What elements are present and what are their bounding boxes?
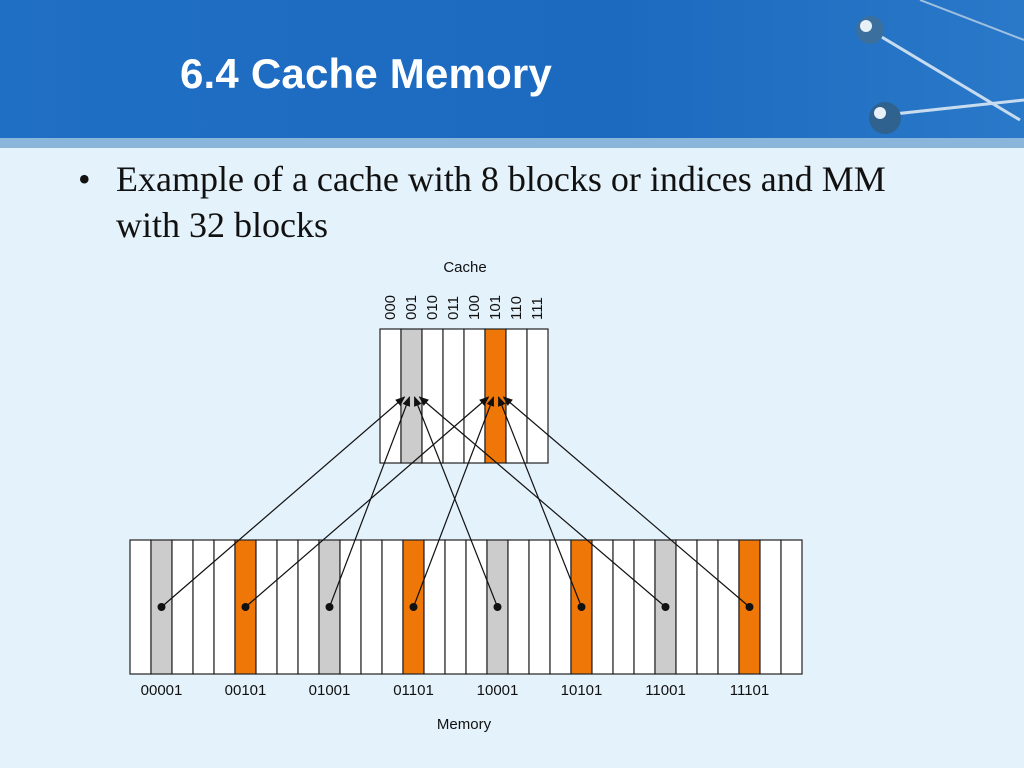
memory-address-label: 01001 <box>309 682 351 699</box>
cache-index-label: 111 <box>529 297 546 320</box>
mapping-source-dot <box>409 603 418 611</box>
cache-index-label: 011 <box>445 296 462 320</box>
memory-block <box>192 539 215 675</box>
mapping-arrow <box>413 396 499 608</box>
memory-address-label: 10001 <box>477 682 519 699</box>
cache-block-101 <box>484 328 507 464</box>
mapping-source-dot <box>745 603 754 611</box>
memory-block <box>549 539 572 675</box>
memory-address-label: 01101 <box>393 682 434 699</box>
memory-address-label: 00001 <box>141 682 183 699</box>
memory-block <box>633 539 656 675</box>
memory-address-labels: 00001 00101 01001 01101 10001 10101 11001 11101 <box>141 682 770 699</box>
memory-block <box>129 539 152 675</box>
cache-index-label: 101 <box>487 295 504 320</box>
memory-block <box>213 539 236 675</box>
memory-address-label: 00101 <box>225 682 267 699</box>
memory-address-label: 11001 <box>645 682 686 699</box>
cache-index-label: 110 <box>508 296 525 320</box>
cache-block-100 <box>463 328 486 464</box>
cache-label: Cache <box>443 259 486 276</box>
memory-address-label: 10101 <box>561 682 603 699</box>
memory-block <box>297 539 320 675</box>
memory-block <box>696 539 719 675</box>
memory-block <box>276 539 299 675</box>
cache-block-111 <box>526 328 549 464</box>
memory-block <box>507 539 530 675</box>
mapping-arrow <box>328 396 411 608</box>
mapping-arrow <box>502 396 750 608</box>
mapping-arrow <box>418 396 666 608</box>
mapping-source-dot <box>241 603 250 611</box>
slide-title: 6.4 Cache Memory <box>180 50 553 97</box>
mapping-arrow <box>412 396 495 608</box>
cache-block-row <box>379 328 549 464</box>
mapping-arrow <box>497 396 583 608</box>
mapping-arrows <box>157 396 754 611</box>
memory-block <box>780 539 803 675</box>
memory-block-row <box>129 539 803 675</box>
memory-block <box>717 539 740 675</box>
mapping-source-dot <box>661 603 670 611</box>
mapping-source-dot <box>577 603 586 611</box>
cache-block-011 <box>442 328 465 464</box>
memory-block <box>759 539 782 675</box>
mapping-source-dot <box>493 603 502 611</box>
cache-block-000 <box>379 328 402 464</box>
cache-index-label: 001 <box>403 295 420 320</box>
memory-block <box>360 539 383 675</box>
mapping-source-dot <box>325 603 334 611</box>
memory-block <box>444 539 467 675</box>
memory-label: Memory <box>437 716 492 733</box>
memory-block <box>465 539 488 675</box>
header-band <box>0 138 1024 148</box>
memory-block <box>339 539 362 675</box>
cache-index-label: 000 <box>382 295 399 320</box>
memory-block <box>612 539 635 675</box>
cache-block-001 <box>400 328 423 464</box>
slide-header: 6.4 Cache Memory <box>0 0 1024 148</box>
mapping-arrow <box>245 396 490 608</box>
bullet-text: Example of a cache with 8 blocks or indi… <box>116 159 886 245</box>
mapping-source-dot <box>157 603 166 611</box>
memory-block <box>528 539 551 675</box>
cache-index-label: 100 <box>466 295 483 320</box>
memory-block <box>381 539 404 675</box>
mapping-arrow <box>161 396 406 608</box>
memory-address-label: 11101 <box>730 682 770 699</box>
memory-block <box>171 539 194 675</box>
memory-block <box>255 539 278 675</box>
decorative-pins-graphic <box>856 0 1024 134</box>
memory-block <box>423 539 446 675</box>
cache-index-label: 010 <box>424 295 441 320</box>
bullet-dot: • <box>78 159 91 199</box>
